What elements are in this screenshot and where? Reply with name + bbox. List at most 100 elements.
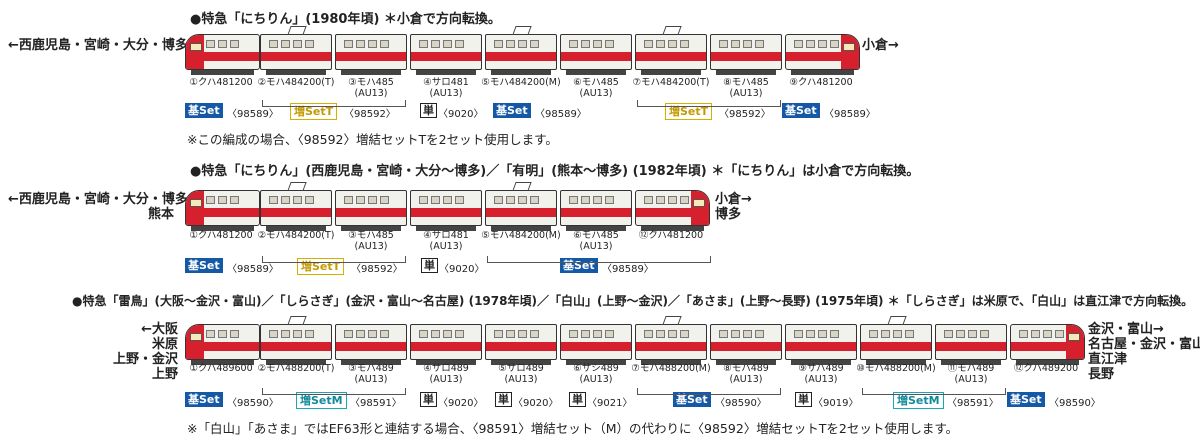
section2-pantograph-1 — [287, 182, 307, 191]
section1-car-underframe-5 — [566, 70, 626, 75]
car-label-line: (AU13) — [429, 241, 463, 252]
car-window — [380, 330, 389, 338]
section1-car-2 — [335, 34, 407, 70]
section1-car-underframe-7 — [716, 70, 776, 75]
car-window — [269, 196, 278, 204]
section3-car-underframe-9 — [866, 360, 926, 365]
section3-left-dest-3: 上野 — [151, 367, 178, 382]
car-window — [380, 196, 389, 204]
car-stripe — [186, 52, 259, 61]
car-window — [269, 330, 278, 338]
car-stripe — [786, 342, 856, 351]
car-window — [506, 196, 515, 204]
car-window — [443, 330, 452, 338]
car-window — [881, 330, 890, 338]
car-window — [605, 330, 614, 338]
section3-note: ※「白山」「あさま」ではEF63形と連結する場合、〈98591〉増結セット（M）… — [187, 421, 959, 436]
section3-left-dest-2: 上野・金沢 — [112, 352, 178, 367]
section2-set-2-number: 〈9020〉 — [439, 264, 485, 275]
car-window — [644, 40, 653, 48]
car-label-line: ⑦モハ484200(T) — [632, 77, 710, 88]
section3-set-5-badge: 基Set — [673, 392, 711, 407]
car-window — [293, 330, 302, 338]
car-window — [605, 196, 614, 204]
car-window — [830, 40, 839, 48]
section1-set-1-badge: 増SetT — [290, 103, 338, 120]
car-window — [218, 40, 227, 48]
car-window — [680, 330, 689, 338]
section3-car-label-10: ⑪モハ489(AU13) — [948, 363, 995, 385]
car-label-line: (AU13) — [954, 374, 988, 385]
section3-car-underframe-0 — [191, 360, 254, 365]
section3-car-4 — [485, 324, 557, 360]
car-label-line: ⑫クハ481200 — [638, 230, 704, 241]
car-window — [230, 40, 239, 48]
car-window — [206, 40, 215, 48]
car-window — [305, 40, 314, 48]
car-label-line: ⑨クハ481200 — [789, 77, 853, 88]
car-window — [680, 40, 689, 48]
section3-set-5-number: 〈98590〉 — [715, 398, 767, 409]
car-window — [794, 330, 803, 338]
section1-set-4-number: 〈98592〉 — [719, 109, 771, 120]
section3-car-underframe-7 — [716, 360, 776, 365]
car-window — [218, 330, 227, 338]
section3-car-8 — [785, 324, 857, 360]
car-window — [518, 40, 527, 48]
section1-car-7 — [710, 34, 782, 70]
car-window — [419, 40, 428, 48]
car-window — [455, 196, 464, 204]
section1-set-0-badge: 基Set — [185, 103, 223, 118]
car-stripe — [186, 208, 259, 217]
car-label-line: (AU13) — [354, 374, 388, 385]
section3-pantograph-9 — [887, 316, 907, 325]
section1-bracket-2 — [637, 100, 781, 107]
section3-car-9 — [860, 324, 932, 360]
section3-set-7-badge: 増SetM — [893, 392, 944, 409]
car-label-line: ①クハ489600 — [189, 363, 253, 374]
car-window — [419, 196, 428, 204]
section1-set-0-number: 〈98589〉 — [227, 109, 279, 120]
cab-nose — [186, 35, 204, 69]
car-label-line: ⑥サシ489 — [573, 363, 619, 374]
car-label-line: (AU13) — [504, 374, 538, 385]
section3-car-underframe-8 — [791, 360, 851, 365]
section3-set-1-badge: 増SetM — [296, 392, 347, 409]
car-label-line: (AU13) — [729, 88, 763, 99]
car-label-line: ⑩モハ488200(M) — [856, 363, 936, 374]
car-window — [530, 196, 539, 204]
car-window — [1019, 330, 1028, 338]
car-window — [581, 196, 590, 204]
car-window — [305, 196, 314, 204]
section3-set-6-badge: 単 — [795, 392, 812, 407]
section3-car-underframe-10 — [941, 360, 1001, 365]
section1-set-5-number: 〈98589〉 — [824, 109, 876, 120]
car-window — [356, 196, 365, 204]
section2-car-underframe-0 — [191, 226, 254, 231]
car-window — [281, 40, 290, 48]
car-label-line: (AU13) — [579, 88, 613, 99]
section1-car-4 — [485, 34, 557, 70]
car-label-line: (AU13) — [354, 241, 388, 252]
cab-nose — [1066, 325, 1084, 359]
section3-pantograph-1 — [287, 316, 307, 325]
section1-pantograph-1 — [287, 26, 307, 35]
car-window — [743, 330, 752, 338]
section3-car-underframe-1 — [266, 360, 326, 365]
section2-car-2 — [335, 190, 407, 226]
cab-headlight — [190, 333, 202, 341]
section2-set-1-number: 〈98592〉 — [351, 264, 403, 275]
car-window — [494, 196, 503, 204]
car-label-line: (AU13) — [429, 374, 463, 385]
cab-headlight — [693, 199, 705, 207]
section2-set-0-badge: 基Set — [185, 258, 223, 273]
car-stripe — [711, 52, 781, 61]
car-label-line: ⑥モハ485 — [573, 77, 619, 88]
section1-car-5 — [560, 34, 632, 70]
car-stripe — [561, 52, 631, 61]
section3-car-label-8: ⑨サハ489(AU13) — [798, 363, 843, 385]
car-stripe — [411, 52, 481, 61]
section1-car-label-1: ②モハ484200(T) — [258, 77, 335, 88]
car-window — [518, 330, 527, 338]
section3-car-underframe-3 — [416, 360, 476, 365]
